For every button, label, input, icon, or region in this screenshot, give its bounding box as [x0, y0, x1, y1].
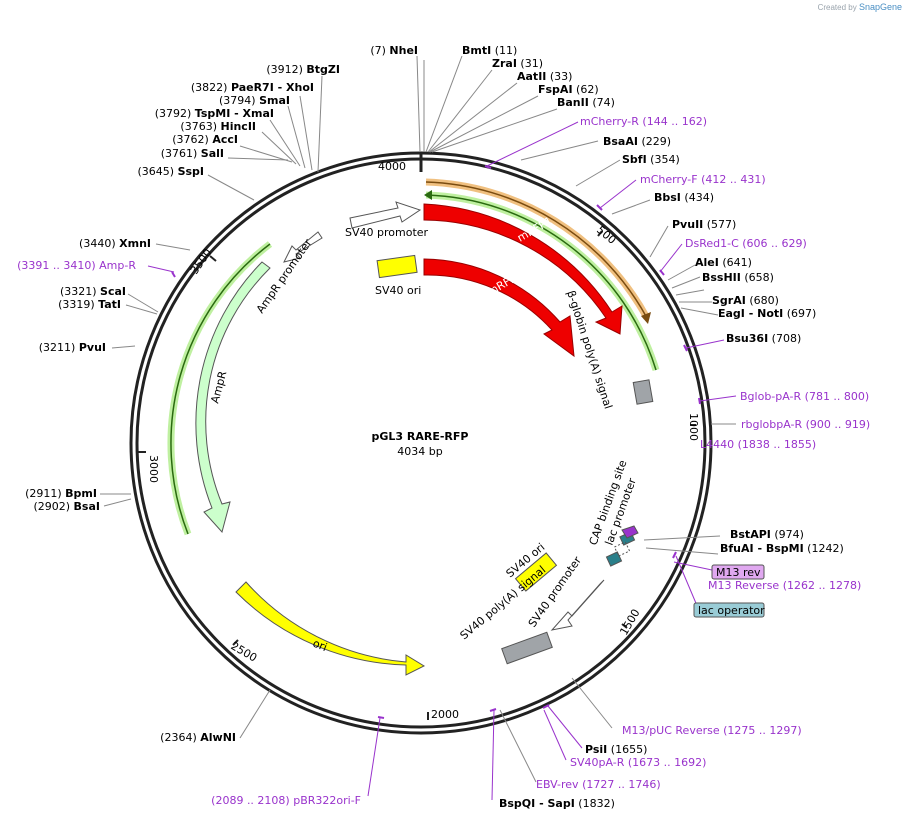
right-site-label-14[interactable]: SgrAI (680) [712, 294, 779, 307]
plasmid-name: pGL3 RARE-RFP [372, 430, 469, 443]
ampr-primer-line [170, 243, 271, 535]
ampr-feature[interactable] [195, 261, 271, 534]
primer-arrow-orange [641, 312, 651, 324]
left-site-label-11[interactable]: (3321) ScaI [60, 285, 126, 298]
left-site-label-14[interactable]: (2911) BpmI [25, 487, 97, 500]
site-labels: BmtI (11)ZraI (31)AatII (33)FspAI (62)Ba… [17, 44, 870, 810]
right-site-label-2[interactable]: AatII (33) [517, 70, 572, 83]
left-site-label-10[interactable]: (3391 .. 3410) Amp-R [17, 259, 136, 272]
left-site-label-1[interactable]: (3912) BtgZI [266, 63, 340, 76]
primer-arrow-green [424, 190, 432, 200]
ruler-2000: 2000 [431, 708, 459, 721]
right-site-label-19[interactable]: BstAPI (974) [730, 528, 804, 541]
left-site-label-0[interactable]: (7) NheI [370, 44, 418, 57]
right-site-label-7[interactable]: SbfI (354) [622, 153, 680, 166]
ruler-2500: 2500 [229, 639, 260, 664]
plasmid-size: 4034 bp [397, 445, 442, 458]
left-site-label-13[interactable]: (3211) PvuI [39, 341, 106, 354]
sv40-ori-feature-top[interactable] [376, 254, 418, 279]
right-site-label-16[interactable]: Bsu36I (708) [726, 332, 801, 345]
right-site-label-21[interactable]: M13 rev [716, 566, 761, 579]
primer-site-ticks [171, 165, 701, 719]
left-site-label-8[interactable]: (3645) SspI [137, 165, 204, 178]
left-site-label-16[interactable]: (2364) AlwNI [160, 731, 236, 744]
mrfp1-feature-a[interactable] [423, 203, 623, 335]
right-site-label-23[interactable]: lac operator [698, 604, 765, 617]
right-site-label-28[interactable]: BspQI - SapI (1832) [499, 797, 615, 810]
beta-globin-polya-feature[interactable] [632, 379, 654, 405]
ruler-1000: 1000 [687, 413, 700, 441]
right-site-label-27[interactable]: EBV-rev (1727 .. 1746) [536, 778, 661, 791]
right-site-label-20[interactable]: BfuAI - BspMI (1242) [720, 542, 844, 555]
left-site-label-7[interactable]: (3761) SalI [161, 147, 224, 160]
cap-binding-site-feature[interactable] [621, 525, 639, 539]
right-site-label-26[interactable]: SV40pA-R (1673 .. 1692) [570, 756, 706, 769]
sv40-polya-feature[interactable] [501, 631, 553, 665]
right-site-label-1[interactable]: ZraI (31) [492, 57, 543, 70]
right-site-label-24[interactable]: M13/pUC Reverse (1275 .. 1297) [622, 724, 802, 737]
sv40-polya-label: SV40 poly(A) signal [458, 563, 549, 642]
left-site-label-9[interactable]: (3440) XmnI [79, 237, 151, 250]
right-site-label-4[interactable]: BanII (74) [557, 96, 615, 109]
left-site-label-6[interactable]: (3762) AccI [172, 133, 238, 146]
primer-leader-lines [147, 121, 737, 801]
sv40-ori-label-top: SV40 ori [375, 284, 421, 297]
sv40-ori-feature-bottom[interactable] [514, 552, 558, 592]
sv40-promoter-label-top: SV40 promoter [345, 226, 429, 239]
right-site-label-10[interactable]: PvuII (577) [672, 218, 736, 231]
ori-feature[interactable] [235, 581, 426, 676]
right-site-label-29[interactable]: L4440 (1838 .. 1855) [700, 438, 816, 451]
left-site-label-3[interactable]: (3794) SmaI [219, 94, 290, 107]
m13-small-box [613, 541, 631, 557]
right-site-label-0[interactable]: BmtI (11) [462, 44, 517, 57]
right-site-label-18[interactable]: rbglobpA-R (900 .. 919) [741, 418, 870, 431]
primer-arc-orange-core [425, 181, 648, 319]
ruler-4000: 4000 [378, 160, 406, 173]
right-site-label-5[interactable]: mCherry-R (144 .. 162) [580, 115, 707, 128]
right-site-label-15[interactable]: EagI - NotI (697) [718, 307, 816, 320]
ruler-3000: 3000 [147, 455, 160, 483]
left-site-label-5[interactable]: (3763) HincII [180, 120, 256, 133]
watermark: Created by SnapGene [818, 2, 902, 12]
left-site-label-15[interactable]: (2902) BsaI [33, 500, 100, 513]
right-site-label-13[interactable]: BssHII (658) [702, 271, 774, 284]
right-site-label-9[interactable]: BbsI (434) [654, 191, 714, 204]
right-site-label-8[interactable]: mCherry-F (412 .. 431) [640, 173, 766, 186]
sv40-promoter-feature-bottom[interactable] [550, 579, 605, 631]
ori-label: ori [311, 637, 329, 654]
right-site-label-17[interactable]: Bglob-pA-R (781 .. 800) [740, 390, 869, 403]
sv40-promoter-feature-top[interactable] [349, 201, 422, 229]
m13-feature-box[interactable] [711, 564, 765, 580]
right-site-label-12[interactable]: AleI (641) [695, 256, 752, 269]
left-site-label-2[interactable]: (3822) PaeR7I - XhoI [191, 81, 314, 94]
ampr-promoter-feature[interactable] [283, 231, 323, 263]
snapgene-logo: SnapGene [858, 2, 902, 12]
left-site-label-17[interactable]: (2089 .. 2108) pBR322ori-F [211, 794, 361, 807]
backbone-inner [135, 157, 707, 729]
left-site-label-12[interactable]: (3319) TatI [58, 298, 121, 311]
right-site-label-3[interactable]: FspAI (62) [538, 83, 599, 96]
left-site-label-4[interactable]: (3792) TspMI - XmaI [155, 107, 274, 120]
mrfp1-feature-b[interactable] [423, 258, 575, 358]
lac-feature-box[interactable] [693, 602, 765, 618]
right-site-label-22[interactable]: M13 Reverse (1262 .. 1278) [708, 579, 861, 592]
right-site-label-11[interactable]: DsRed1-C (606 .. 629) [685, 237, 807, 250]
backbone-outer [129, 151, 713, 735]
primer-arc-green-core [425, 194, 657, 371]
right-site-label-6[interactable]: BsaAI (229) [603, 135, 671, 148]
ampr-label: AmpR [208, 369, 229, 404]
watermark-prefix: Created by [817, 3, 857, 12]
right-site-label-25[interactable]: PsiI (1655) [585, 743, 647, 756]
leader-lines [100, 55, 736, 783]
lac-promoter-feature[interactable] [605, 551, 623, 567]
